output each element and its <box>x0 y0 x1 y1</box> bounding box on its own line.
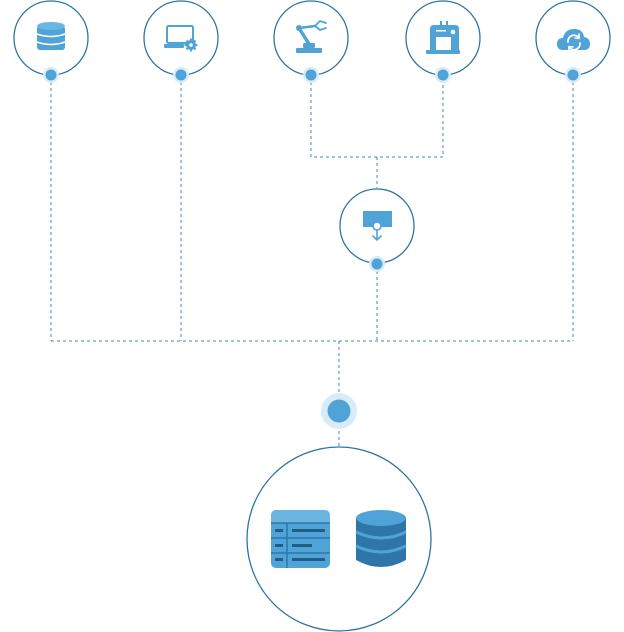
database-stack-icon <box>355 510 407 567</box>
source-node-database <box>13 0 89 83</box>
source-node-cloud-sync <box>535 0 611 83</box>
destination-node <box>246 446 432 632</box>
database-icon <box>36 22 66 50</box>
source-node-robot-arm <box>273 0 349 83</box>
hub-dot-icon <box>321 393 357 429</box>
source-node-laptop-settings <box>143 0 219 83</box>
sewing-machine-icon <box>426 21 460 54</box>
connectors <box>50 76 574 448</box>
cloud-sync-icon <box>557 29 590 52</box>
robot-arm-icon <box>296 19 327 53</box>
connector-robot <box>310 76 444 158</box>
table-icon <box>271 510 330 568</box>
merge-node <box>339 188 415 272</box>
laptop-gear-icon <box>164 25 198 52</box>
source-node-sewing-machine <box>405 0 481 83</box>
download-tray-icon <box>363 211 392 242</box>
